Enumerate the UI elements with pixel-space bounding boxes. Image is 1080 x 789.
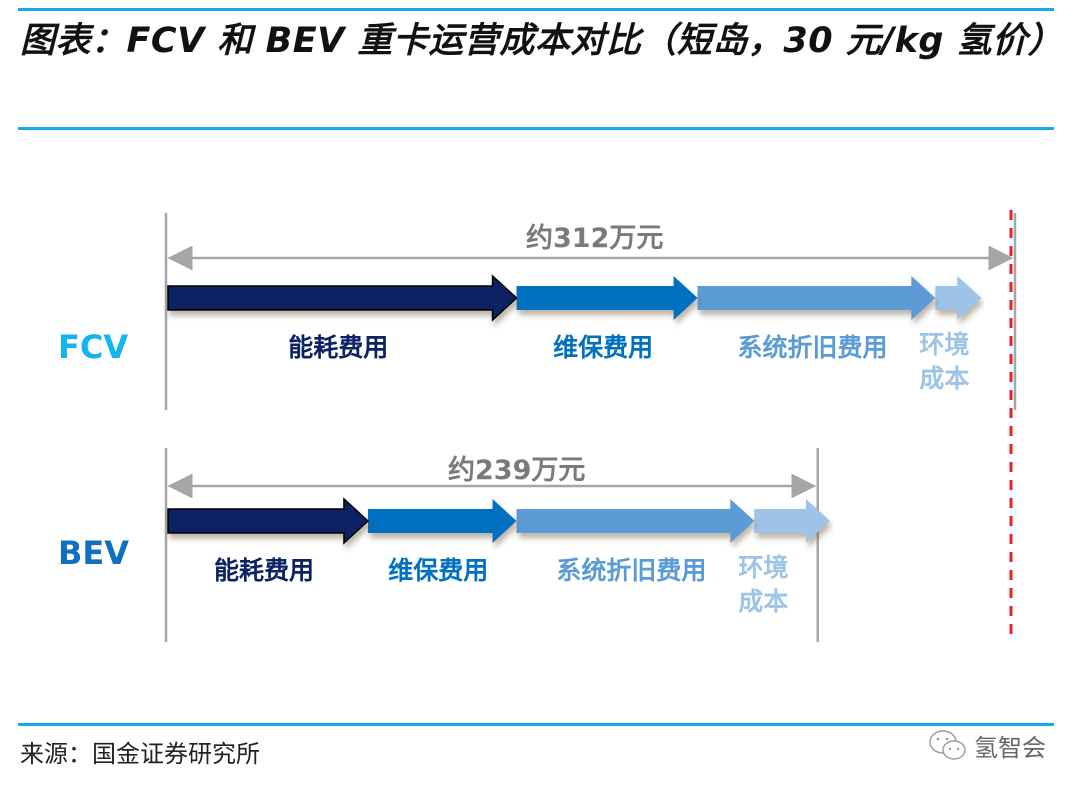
brand-name: 氢智会 [974, 734, 1046, 762]
fcv-segment-label-4: 环境成本 [919, 330, 970, 393]
wechat-icon [929, 729, 966, 760]
fcv-segment-arrow-4 [935, 276, 982, 320]
bev-segment-label-1: 能耗费用 [213, 556, 314, 585]
row-label-fcv: FCV [58, 328, 129, 366]
fcv-segment-arrow-3 [697, 276, 936, 320]
bev-segment-arrow-2 [367, 499, 517, 543]
source-note: 来源：国金证券研究所 [20, 740, 260, 768]
bev-segment-arrow-3 [516, 499, 755, 543]
page-title: 图表：FCV 和 BEV 重卡运营成本对比（短岛，30 元/kg 氢价） [20, 21, 1064, 61]
fcv-segment-label-3: 系统折旧费用 [737, 333, 888, 362]
bev-segment-arrow-4 [754, 499, 830, 543]
bev-total-label: 约239万元 [448, 455, 586, 486]
footer-rule [18, 723, 1054, 726]
fcv-segment-label-2: 维保费用 [553, 333, 654, 362]
bev-segment-label-2: 维保费用 [388, 556, 489, 585]
bev-segment-label-3: 系统折旧费用 [556, 556, 707, 585]
brand-watermark: 氢智会 [928, 728, 1046, 763]
title-bottom-rule [18, 127, 1054, 130]
fcv-segment-arrow-2 [516, 276, 698, 320]
fcv-total-label: 约312万元 [526, 223, 664, 254]
fcv-segment-arrow-1 [167, 274, 518, 322]
row-label-bev: BEV [58, 534, 130, 572]
bev-segment-arrow-1 [167, 497, 370, 545]
bev-segment-label-4: 环境成本 [738, 553, 789, 616]
title-top-rule [18, 8, 1054, 11]
fcv-segment-label-1: 能耗费用 [288, 333, 389, 362]
